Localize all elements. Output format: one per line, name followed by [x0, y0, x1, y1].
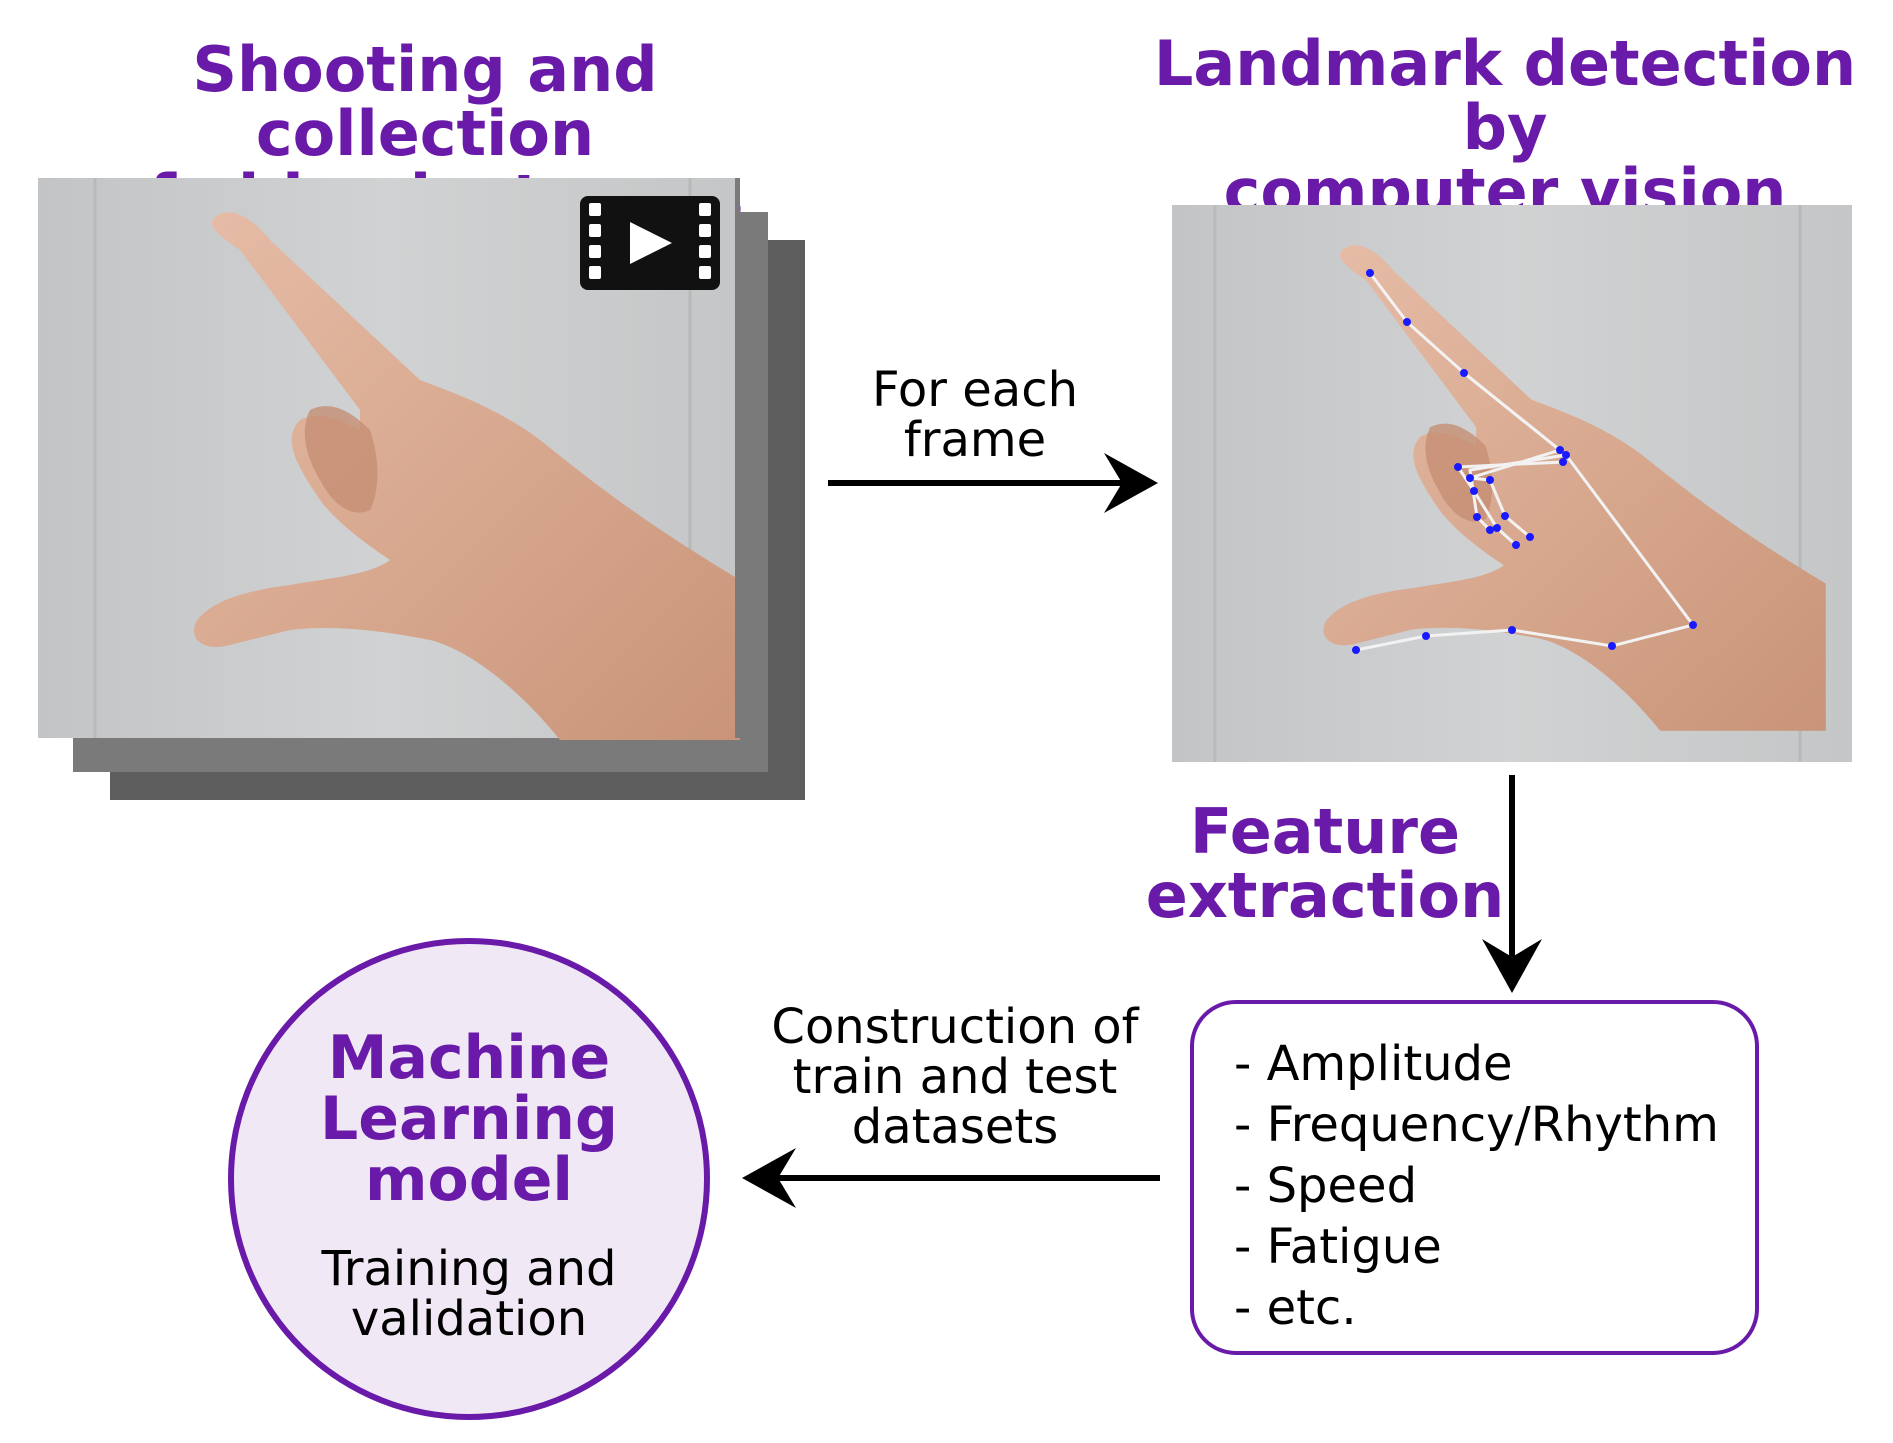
feature-item-etc: - etc. [1234, 1280, 1357, 1336]
step2-title: Landmark detection by computer vision [1130, 32, 1880, 224]
arrow1-label-line2: frame [903, 412, 1047, 468]
ml-title-line1: Machine [327, 1023, 611, 1093]
landmark-points [1352, 269, 1697, 654]
arrow2-label-line3: datasets [851, 1099, 1059, 1155]
features-box: - Amplitude - Frequency/Rhythm - Speed -… [1190, 1000, 1759, 1355]
feature-extraction-title: Feature extraction [1130, 800, 1520, 928]
feature-item-speed: - Speed [1234, 1158, 1418, 1214]
feature-item-frequency: - Frequency/Rhythm [1234, 1097, 1719, 1153]
ml-title-line3: model [365, 1145, 573, 1215]
step2-title-line1: Landmark detection by [1153, 27, 1857, 164]
arrow2-label-line2: train and test [792, 1049, 1118, 1105]
ml-model-title: Machine Learning model [234, 1028, 704, 1211]
ml-sub-line1: Training and [321, 1241, 617, 1297]
feature-extraction-line1: Feature [1189, 795, 1461, 868]
ml-title-line2: Learning [320, 1084, 618, 1154]
ml-model-subtitle: Training and validation [234, 1244, 704, 1344]
video-play-icon [580, 196, 720, 290]
arrow1-label-line1: For each [871, 362, 1078, 418]
arrow1-label: For each frame [830, 365, 1120, 465]
arrow2-label-line1: Construction of [771, 999, 1139, 1055]
step1-title-line1: Shooting and collection [192, 33, 658, 170]
features-list: - Amplitude - Frequency/Rhythm - Speed -… [1234, 1034, 1719, 1339]
feature-extraction-line2: extraction [1145, 859, 1505, 932]
arrow2-label: Construction of train and test datasets [745, 1002, 1165, 1152]
hand-photo-landmarks [1172, 205, 1852, 762]
ml-model-circle: Machine Learning model Training and vali… [228, 938, 710, 1420]
feature-item-fatigue: - Fatigue [1234, 1219, 1442, 1275]
ml-sub-line2: validation [350, 1291, 588, 1347]
feature-item-amplitude: - Amplitude [1234, 1036, 1513, 1092]
